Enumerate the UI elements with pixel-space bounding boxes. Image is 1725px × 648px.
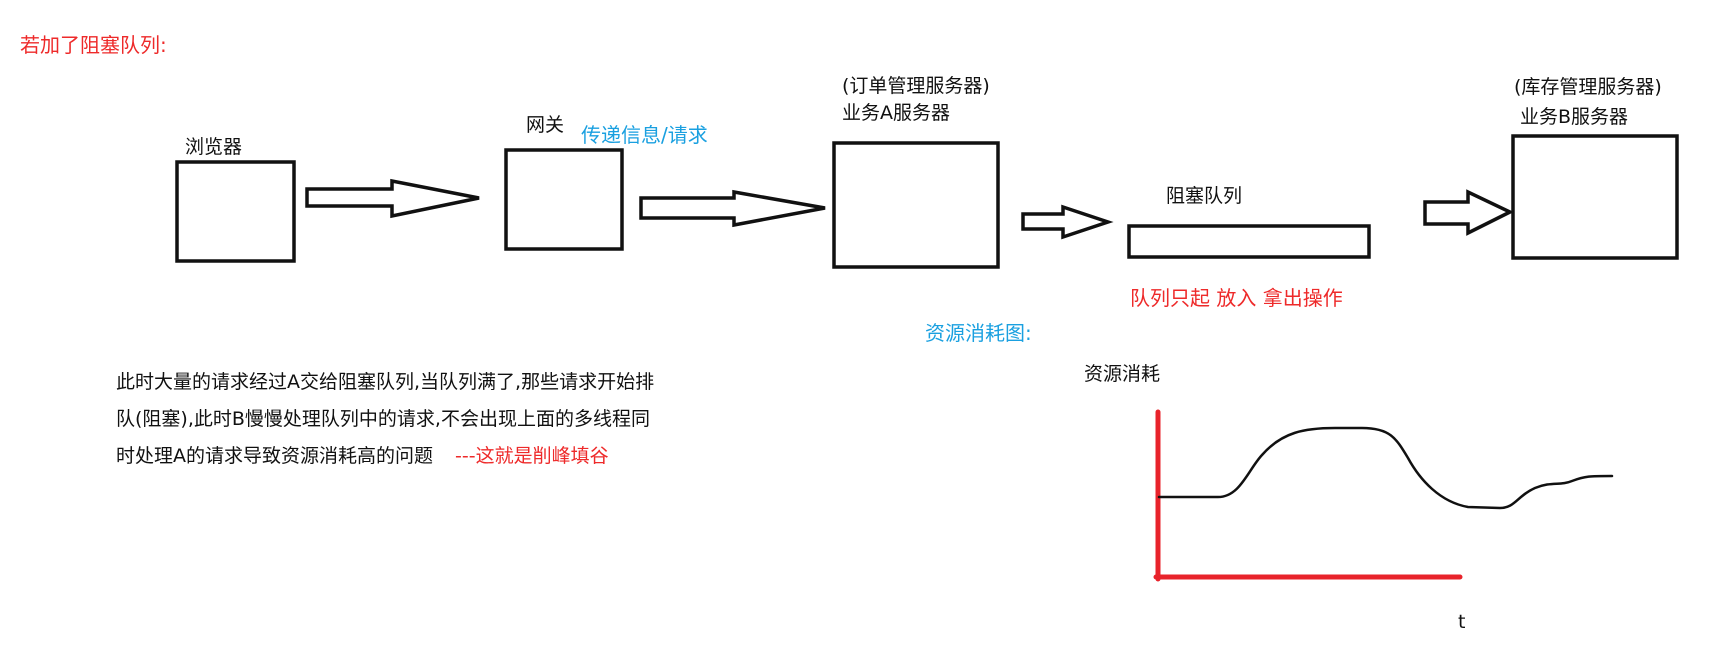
server-a-label: 业务A服务器 — [842, 102, 950, 124]
server-b-box — [1511, 134, 1679, 260]
explanation-line-3-text: 时处理A的请求导致资源消耗高的问题 — [116, 445, 433, 467]
server-b-label: 业务B服务器 — [1520, 106, 1629, 128]
arrow-browser-to-gateway — [305, 178, 480, 219]
explanation-text: 此时大量的请求经过A交给阻塞队列,当队列满了,那些请求开始排 队(阻塞),此时B… — [116, 364, 654, 475]
queue-label: 阻塞队列 — [1166, 185, 1243, 207]
arrow-server-a-to-queue — [1021, 204, 1114, 240]
resource-curve — [1157, 426, 1614, 510]
resource-chart-heading: 资源消耗图: — [925, 321, 1032, 345]
queue-note: 队列只起 放入 拿出操作 — [1130, 286, 1343, 310]
server-a-caption: (订单管理服务器) — [842, 75, 990, 97]
explanation-line-3: 时处理A的请求导致资源消耗高的问题 ---这就是削峰填谷 — [116, 438, 654, 475]
resource-chart-xlabel: t — [1458, 611, 1466, 633]
peak-shaving-note: ---这就是削峰填谷 — [455, 445, 609, 467]
gateway-label: 网关 — [526, 114, 565, 136]
explanation-line-2: 队(阻塞),此时B慢慢处理队列中的请求,不会出现上面的多线程同 — [116, 408, 650, 430]
arrow-gateway-to-server-a — [639, 189, 826, 228]
arrow-queue-to-server-b — [1423, 189, 1514, 236]
resource-chart-ylabel: 资源消耗 — [1084, 363, 1161, 385]
gateway-note: 传递信息/请求 — [581, 123, 708, 147]
explanation-line-1: 此时大量的请求经过A交给阻塞队列,当队列满了,那些请求开始排 — [116, 371, 655, 393]
browser-label: 浏览器 — [185, 136, 243, 158]
server-a-box — [832, 141, 1000, 269]
diagram-title: 若加了阻塞队列: — [20, 33, 167, 57]
queue-box — [1127, 224, 1371, 259]
gateway-box — [504, 148, 624, 251]
server-b-caption: (库存管理服务器) — [1514, 76, 1662, 98]
browser-box — [175, 160, 296, 263]
